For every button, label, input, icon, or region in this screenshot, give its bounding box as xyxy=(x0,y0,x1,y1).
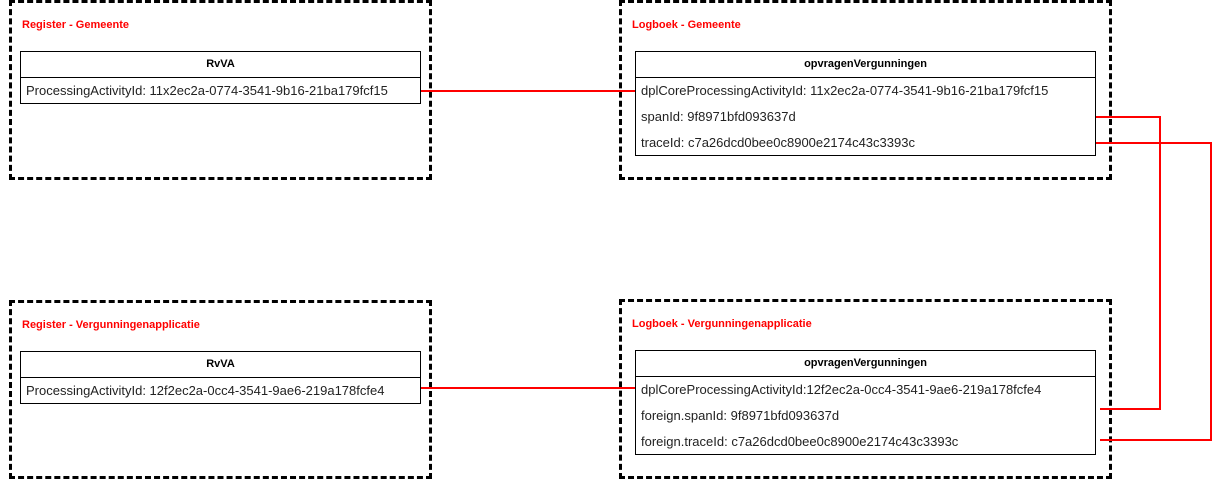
attribute-trace-id[interactable]: traceId: c7a26dcd0bee0c8900e2174c43c3393… xyxy=(641,135,915,150)
entity-name: opvragenVergunningen xyxy=(636,351,1095,377)
group-title: Logboek - Gemeente xyxy=(632,19,741,31)
entity-opvragen-vergunningen-gemeente[interactable]: opvragenVergunningen dplCoreProcessingAc… xyxy=(635,51,1096,156)
entity-name: opvragenVergunningen xyxy=(636,52,1095,78)
attribute-foreign-trace-id[interactable]: foreign.traceId: c7a26dcd0bee0c8900e2174… xyxy=(641,434,959,449)
entity-rvva-vergunningenapplicatie[interactable]: RvVA ProcessingActivityId: 12f2ec2a-0cc4… xyxy=(20,351,421,404)
entity-name: RvVA xyxy=(21,352,420,378)
attribute-span-id[interactable]: spanId: 9f8971bfd093637d xyxy=(641,109,796,124)
attribute-dpl-core-processing-activity-id[interactable]: dplCoreProcessingActivityId: 11x2ec2a-07… xyxy=(641,83,1049,98)
group-title: Register - Vergunningenapplicatie xyxy=(22,319,200,331)
attribute-foreign-span-id[interactable]: foreign.spanId: 9f8971bfd093637d xyxy=(641,408,840,423)
attribute-processing-activity-id[interactable]: ProcessingActivityId: 12f2ec2a-0cc4-3541… xyxy=(26,383,385,398)
group-title: Logboek - Vergunningenapplicatie xyxy=(632,318,812,330)
group-title: Register - Gemeente xyxy=(22,19,129,31)
attribute-processing-activity-id[interactable]: ProcessingActivityId: 11x2ec2a-0774-3541… xyxy=(26,83,388,98)
connector-trace-id[interactable] xyxy=(1096,142,1212,441)
attribute-dpl-core-processing-activity-id[interactable]: dplCoreProcessingActivityId:12f2ec2a-0cc… xyxy=(641,382,1042,397)
group-register-vergunningenapplicatie: Register - Vergunningenapplicatie xyxy=(9,300,432,479)
entity-opvragen-vergunningen-vergunningenapplicatie[interactable]: opvragenVergunningen dplCoreProcessingAc… xyxy=(635,350,1096,455)
entity-name: RvVA xyxy=(21,52,420,78)
entity-rvva-gemeente[interactable]: RvVA ProcessingActivityId: 11x2ec2a-0774… xyxy=(20,51,421,104)
